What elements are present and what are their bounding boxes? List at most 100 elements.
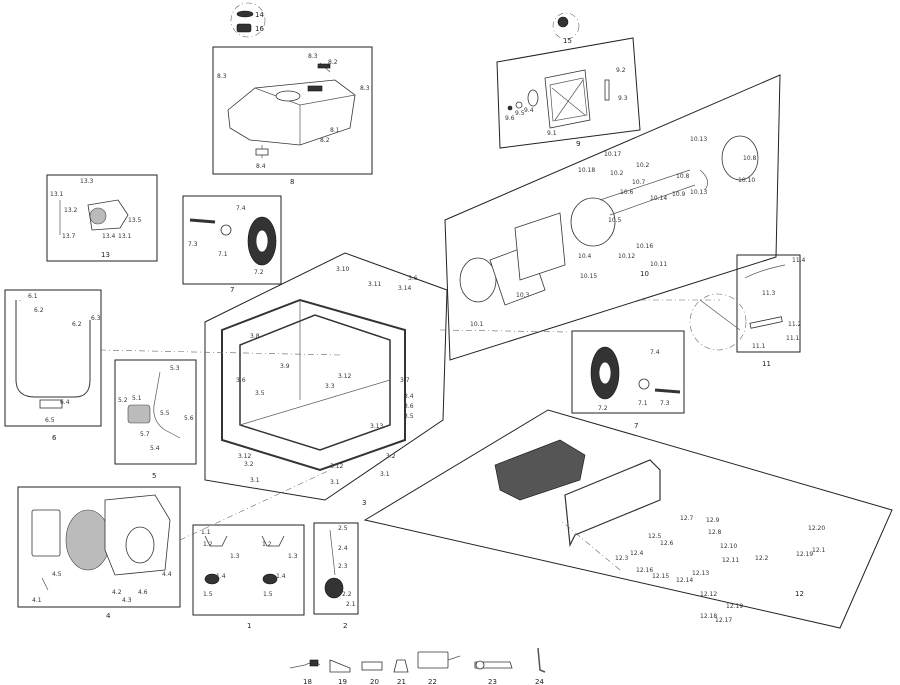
label-12-20: 12.20: [808, 525, 825, 532]
label-1-3b: 1.3: [288, 553, 298, 560]
label-7-2: 7.2: [254, 269, 264, 276]
group-11-label: 11: [762, 360, 771, 368]
label-3-12a: 3.12: [338, 373, 352, 380]
label-3-8: 3.8: [250, 333, 260, 340]
label-3-2a: 3.2: [244, 461, 254, 468]
group-4-label: 4: [106, 612, 111, 620]
label-13-1: 13.1: [118, 233, 132, 240]
label-8-1: 8.1: [330, 127, 340, 134]
group-15-label: 15: [563, 37, 572, 45]
handle-group: 11.4 11.3 11.2 11.1 11.1 11: [689, 254, 806, 368]
label-4-6: 4.6: [138, 589, 148, 596]
group-7a-label: 7: [230, 286, 234, 294]
label-12-6: 12.6: [660, 540, 674, 547]
label-12-19a: 12.19: [796, 551, 813, 558]
engine-group: 4.5 4.2 4.6 4.4 4.3 4.1 4: [17, 486, 181, 620]
control-panel-group: 9.6 9.5 9.4 9.1 9.2 9.3 9: [496, 37, 641, 149]
frame-group: 3.10 3.11 3.14 3.6 3.8 3.9 3.6 3.5 3.3 3…: [204, 252, 448, 507]
label-10-1: 10.1: [470, 321, 484, 328]
label-12-1: 12.1: [812, 547, 826, 554]
label-10-13: 10.13: [690, 189, 707, 196]
label-1-4b: 1.4: [276, 573, 286, 580]
label-3-14: 3.14: [398, 285, 412, 292]
label-10-5: 10.5: [608, 217, 622, 224]
label-7-4: 7.4: [236, 205, 246, 212]
label-1-1a: 1.1: [201, 529, 211, 536]
part-15-callout: 15: [552, 12, 580, 45]
label-10-2: 10.2: [610, 170, 624, 177]
label-13-2: 13.2: [64, 207, 78, 214]
label-12-3: 12.3: [615, 555, 629, 562]
label-13-3: 13.3: [80, 178, 94, 185]
label-6-3: 6.3: [91, 315, 101, 322]
label-10-13b: 10.13: [690, 136, 707, 143]
label-7b-3: 7.3: [660, 400, 670, 407]
alternator-group: 10.1 10.3 10.4 10.5 10.15 10.12 10.16 10…: [444, 74, 781, 361]
label-3-10: 3.10: [336, 266, 350, 273]
label-6-4: 6.4: [60, 399, 70, 406]
group-8-label: 8: [290, 178, 294, 186]
label-3-1a: 3.1: [250, 477, 260, 484]
label-10-4: 10.4: [578, 253, 592, 260]
group-21-label: 21: [397, 678, 406, 685]
label-1-3a: 1.3: [230, 553, 240, 560]
group-19-label: 19: [338, 678, 347, 685]
label-8-2b: 8.2: [320, 137, 330, 144]
label-13-5: 13.5: [128, 217, 142, 224]
label-4-3: 4.3: [122, 597, 132, 604]
label-12-18: 12.18: [700, 613, 717, 620]
label-13-6: 13.1: [50, 191, 64, 198]
label-6-5: 6.5: [45, 417, 55, 424]
label-10-12: 10.12: [618, 253, 635, 260]
group-23-label: 23: [488, 678, 497, 685]
label-8-2: 8.2: [328, 59, 338, 66]
label-2-2: 2.2: [342, 591, 352, 598]
label-3-2b: 3.2: [386, 453, 396, 460]
label-10-10: 10.10: [738, 177, 755, 184]
label-10-7: 10.7: [632, 179, 646, 186]
label-12-2: 12.2: [755, 555, 769, 562]
label-2-1: 2.1: [346, 601, 356, 608]
label-10-11: 10.11: [650, 261, 667, 268]
label-2-3: 2.3: [338, 563, 348, 570]
label-9-4: 9.4: [524, 107, 534, 114]
label-4-1: 4.1: [32, 597, 42, 604]
label-3-9: 3.9: [280, 363, 290, 370]
label-5-2: 5.2: [118, 397, 128, 404]
label-10-8b: 10.8: [743, 155, 757, 162]
label-10-14: 10.14: [650, 195, 667, 202]
label-8-3b: 8.3: [308, 53, 318, 60]
label-12-12: 12.12: [700, 591, 717, 598]
group-22-label: 22: [428, 678, 437, 685]
label-12-15: 12.15: [652, 573, 669, 580]
label-5-7: 5.7: [140, 431, 150, 438]
group-13-label: 13: [101, 251, 110, 259]
label-12-9: 12.9: [706, 517, 720, 524]
label-12-13: 12.13: [692, 570, 709, 577]
label-6-2b: 6.2: [72, 321, 82, 328]
label-3-5a: 3.5: [255, 390, 265, 397]
label-12-14: 12.14: [676, 577, 693, 584]
label-5-4: 5.4: [150, 445, 160, 452]
group-1-label: 1: [247, 622, 251, 630]
label-9-2: 9.2: [616, 67, 626, 74]
label-9-3: 9.3: [618, 95, 628, 102]
label-3-13: 3.13: [370, 423, 384, 430]
fuel-cap-callout: 14 16: [230, 2, 266, 38]
fuel-valve-group: 2.5 2.4 2.3 2.2 2.1 2: [313, 522, 359, 630]
carburetor-group: 5.3 5.2 5.1 5.5 5.6 5.7 5.4 5: [114, 359, 197, 480]
label-4-4: 4.4: [162, 571, 172, 578]
label-3-1b: 3.1: [330, 479, 340, 486]
mounts-group: 1.1 1.2 1.3 1.2 1.3 1.4 1.4 1.5 1.5 1: [192, 524, 305, 630]
label-9-5: 9.5: [515, 110, 525, 117]
label-7b-2: 7.2: [598, 405, 608, 412]
group-6-label: 6: [52, 434, 57, 442]
group-20-label: 20: [370, 678, 379, 685]
label-12-11: 12.11: [722, 557, 739, 564]
label-3-12b: 3.12: [238, 453, 252, 460]
label-10-18: 10.18: [578, 167, 595, 174]
label-13-4: 13.4: [102, 233, 116, 240]
label-11-2: 11.2: [788, 321, 802, 328]
label-7-1: 7.1: [218, 251, 228, 258]
label-10-2b: 10.2: [636, 162, 650, 169]
